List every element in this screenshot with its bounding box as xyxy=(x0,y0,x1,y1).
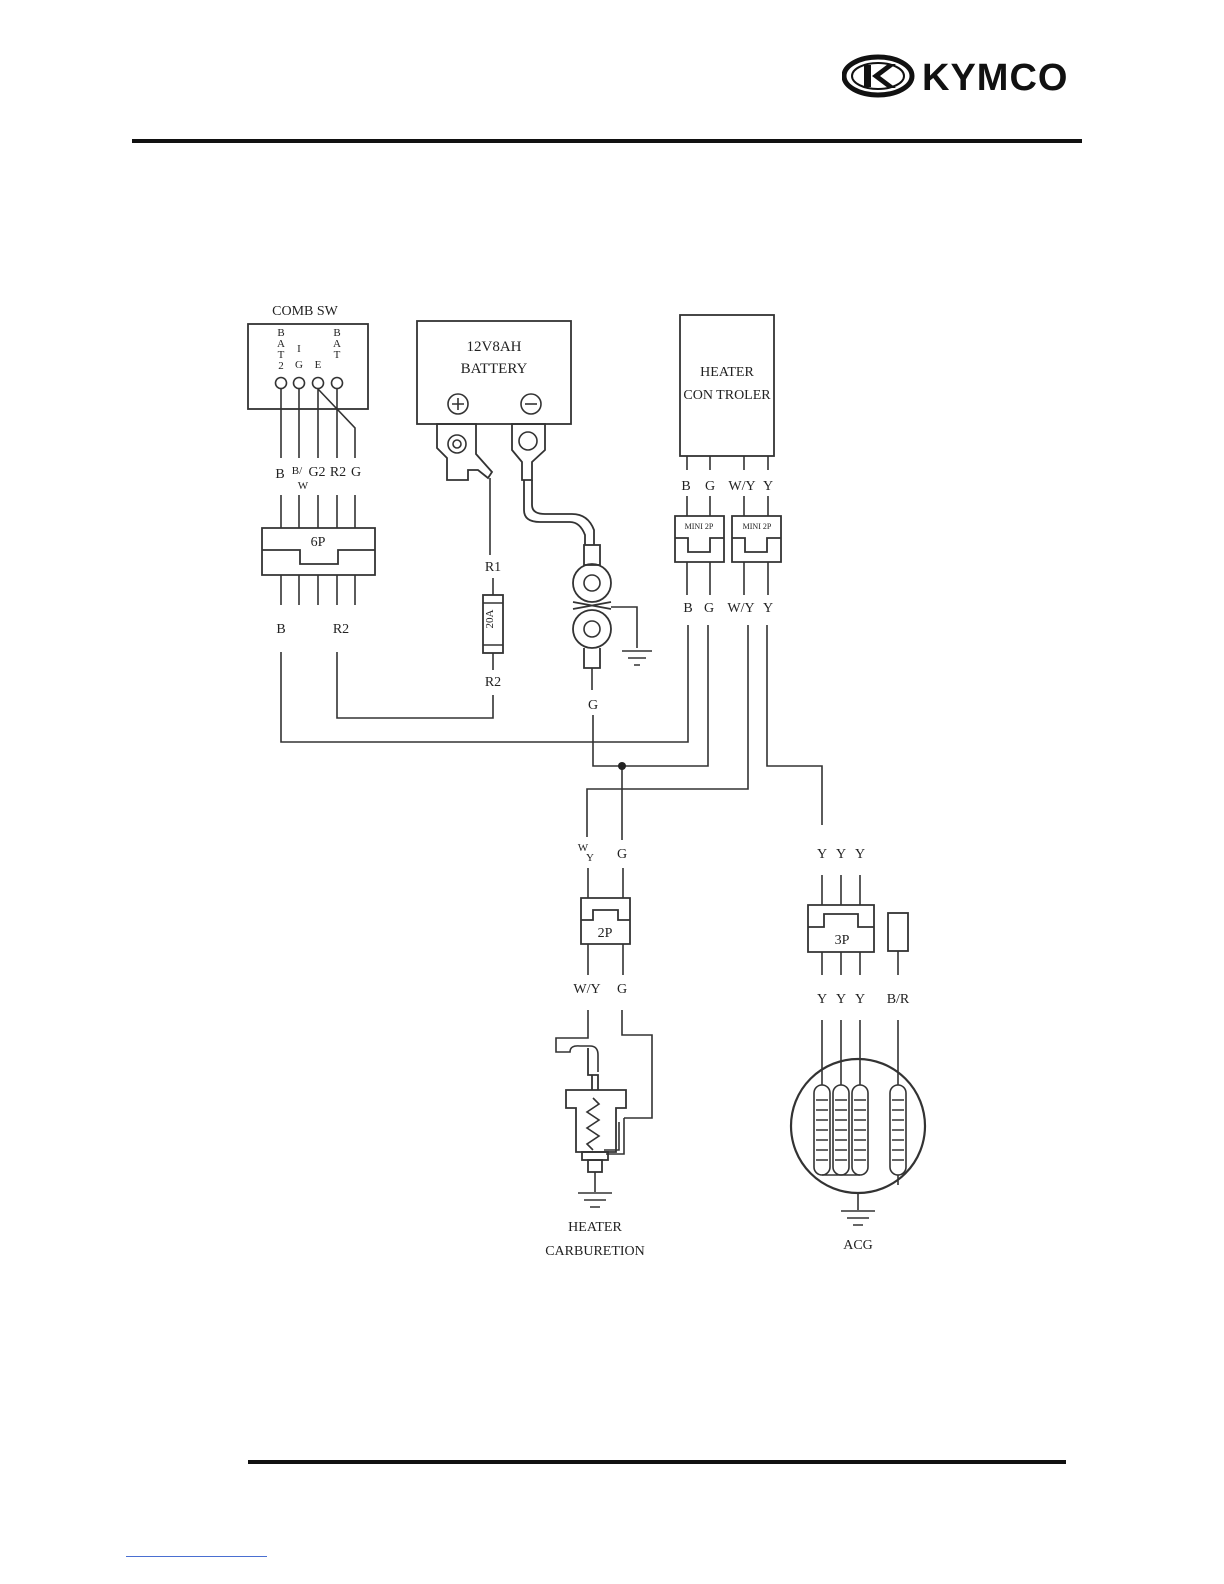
fuse: R1 20A R2 xyxy=(483,478,503,690)
wire-label: R1 xyxy=(485,560,501,575)
heating-coil-icon xyxy=(587,1098,599,1150)
junction-dot-icon xyxy=(618,762,626,770)
ground-icon xyxy=(841,1211,875,1225)
wire-label: B xyxy=(275,467,284,482)
wire-label: Y xyxy=(763,479,773,494)
wire-label: B xyxy=(683,601,692,616)
fuse-rating: 20A xyxy=(484,609,496,628)
wire-label: Y xyxy=(763,601,773,616)
wire-label: R2 xyxy=(330,465,346,480)
carb-heater-title: CARBURETION xyxy=(545,1244,645,1259)
wire-label: G xyxy=(704,601,714,616)
battery-title: 12V8AH xyxy=(467,339,522,355)
wire-label: B xyxy=(276,622,285,637)
wire-label: Y xyxy=(836,992,846,1007)
wire-label: G xyxy=(705,479,715,494)
heater-controller-box xyxy=(680,315,774,456)
wire-label: G xyxy=(588,698,598,713)
connector-label: 2P xyxy=(598,926,613,941)
wire-label: G xyxy=(617,982,627,997)
wire-label: G xyxy=(617,847,627,862)
wire-label: W/Y xyxy=(728,479,755,494)
carb-heater-title: HEATER xyxy=(568,1220,622,1235)
wire-label: B/ xyxy=(292,465,303,477)
wire-label: Y xyxy=(817,847,827,862)
connector-label: MINI 2P xyxy=(743,522,772,531)
wire-label: G xyxy=(351,465,361,480)
wire-label: Y xyxy=(836,847,846,862)
comb-sw-title: COMB SW xyxy=(272,304,339,319)
wire-label: Y xyxy=(855,992,865,1007)
wire-label: Y xyxy=(817,992,827,1007)
battery: 12V8AH BATTERY xyxy=(417,321,652,690)
terminal-icon xyxy=(332,378,343,389)
acg-generator: Y Y Y 3P Y Y Y B/R ACG xyxy=(791,847,925,1253)
connector-6p: 6P xyxy=(262,495,375,605)
br-terminal xyxy=(888,913,908,951)
pin-label: G xyxy=(295,359,303,371)
pin-label: 2 xyxy=(278,360,284,372)
terminal-icon xyxy=(294,378,305,389)
acg-title: ACG xyxy=(843,1238,873,1253)
ground-icon xyxy=(578,1193,612,1207)
wire-label: W/Y xyxy=(573,982,600,997)
pin-label: E xyxy=(315,359,322,371)
battery-title: BATTERY xyxy=(461,361,528,377)
comb-sw-box xyxy=(248,324,368,409)
heater-controller: HEATER CON TROLER MINI 2P MINI 2P xyxy=(675,315,781,595)
pin-label: T xyxy=(334,349,341,361)
ground-icon xyxy=(622,651,652,665)
connector-label: 3P xyxy=(835,933,850,948)
heater-element-body xyxy=(566,1090,626,1152)
wire-label: W xyxy=(298,480,309,492)
carburetor-heater: W Y G 2P W/Y G HEATER CARBURETION xyxy=(545,842,652,1259)
wire-label: R2 xyxy=(485,675,501,690)
heater-controller-title: HEATER xyxy=(700,365,754,380)
heater-controller-title: CON TROLER xyxy=(683,388,771,403)
wire-label: Y xyxy=(586,852,594,864)
wire-label: B xyxy=(681,479,690,494)
wire-label: G2 xyxy=(308,465,325,480)
pin-label: I xyxy=(297,343,301,355)
connector-label: 6P xyxy=(311,535,326,550)
acg-housing xyxy=(791,1059,925,1193)
comb-switch: COMB SW B A T 2 I G E B A T xyxy=(248,304,368,458)
connector-label: MINI 2P xyxy=(685,522,714,531)
stator-coil-icon xyxy=(814,1085,906,1175)
wire-label: Y xyxy=(855,847,865,862)
wire-label: B/R xyxy=(887,992,910,1007)
terminal-icon xyxy=(313,378,324,389)
terminal-icon xyxy=(276,378,287,389)
wire-label: W/Y xyxy=(727,601,754,616)
wire-label: R2 xyxy=(333,622,349,637)
wiring-harness xyxy=(281,625,822,840)
